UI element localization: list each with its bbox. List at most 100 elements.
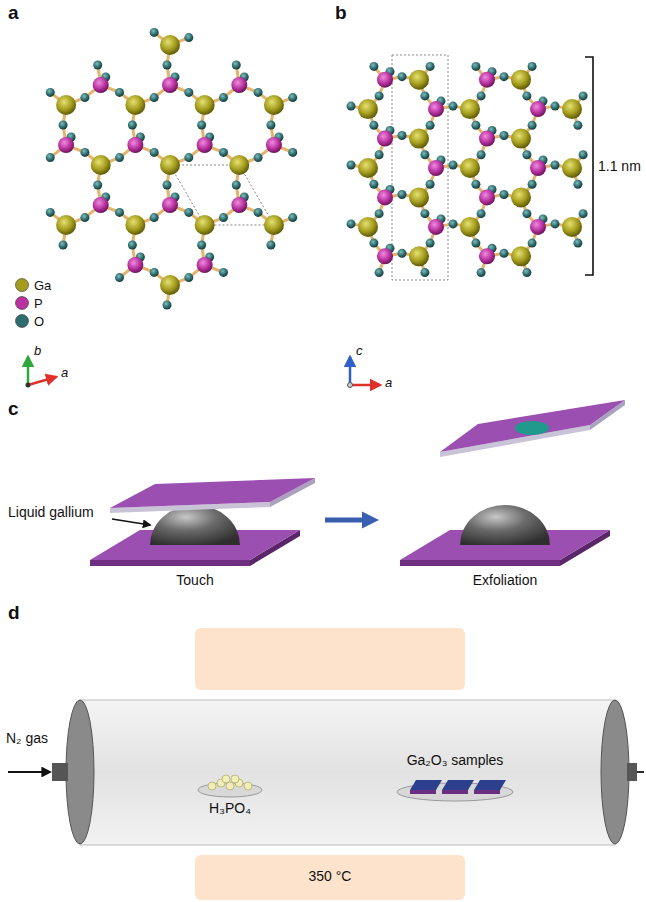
oxygen-atom bbox=[471, 239, 480, 248]
temperature-label: 350 °C bbox=[309, 868, 352, 884]
oxygen-atom bbox=[369, 239, 378, 248]
oxygen-atom bbox=[254, 208, 263, 217]
oxygen-atom bbox=[420, 91, 429, 100]
oxygen-atom bbox=[219, 268, 228, 277]
oxygen-atom bbox=[522, 150, 531, 159]
dimension-bracket bbox=[585, 57, 593, 275]
oxygen-atom bbox=[80, 148, 89, 157]
phosphorus-atom bbox=[530, 160, 546, 176]
oxygen-atom bbox=[477, 150, 486, 159]
gallium-atom bbox=[562, 217, 582, 237]
oxygen-atom bbox=[471, 180, 480, 189]
gallium-atom bbox=[358, 217, 378, 237]
oxygen-atom bbox=[163, 61, 172, 70]
panel-letter: c bbox=[8, 398, 19, 420]
gas-flow-arrow bbox=[637, 771, 644, 773]
axis-label: c bbox=[356, 344, 363, 359]
phosphorus-atom bbox=[428, 219, 444, 235]
axis-origin bbox=[348, 383, 353, 388]
top-plate bbox=[440, 400, 625, 452]
legend-text: O bbox=[34, 314, 44, 329]
oxygen-atom bbox=[579, 91, 588, 100]
phosphorus-atom bbox=[127, 137, 143, 153]
oxygen-atom bbox=[500, 131, 509, 140]
oxygen-atom bbox=[551, 102, 560, 111]
oxygen-atom bbox=[426, 121, 435, 130]
crystal-structure-ab bbox=[46, 28, 297, 310]
top-plate bbox=[110, 478, 315, 508]
oxygen-atom bbox=[347, 219, 356, 228]
heater-block bbox=[195, 855, 465, 900]
oxygen-atom bbox=[579, 209, 588, 218]
oxygen-atom bbox=[219, 148, 228, 157]
oxygen-atom bbox=[266, 121, 275, 130]
oxygen-atom bbox=[528, 239, 537, 248]
oxygen-atom bbox=[426, 62, 435, 71]
phosphorus-atom bbox=[479, 248, 495, 264]
gallium-atom bbox=[409, 246, 429, 266]
oxygen-atom bbox=[184, 33, 193, 42]
gallium-atom bbox=[409, 129, 429, 149]
legend-swatch bbox=[16, 315, 29, 328]
oxygen-atom bbox=[184, 208, 193, 217]
oxygen-atom bbox=[375, 209, 384, 218]
exfoliation-scene bbox=[400, 400, 625, 566]
oxygen-atom bbox=[93, 181, 102, 190]
gallium-atom bbox=[460, 158, 480, 178]
unit-cell bbox=[392, 55, 448, 280]
phosphorus-atom bbox=[58, 137, 74, 153]
phosphorus-atom bbox=[479, 131, 495, 147]
oxygen-atom bbox=[347, 161, 356, 170]
exfoliated-flake bbox=[515, 421, 549, 435]
legend-swatch-box bbox=[14, 277, 30, 293]
legend-swatch-box bbox=[14, 295, 30, 311]
gallium-atom bbox=[460, 99, 480, 119]
panel-letter: a bbox=[8, 2, 19, 24]
oxygen-atom bbox=[369, 62, 378, 71]
phosphorus-atom bbox=[377, 131, 393, 147]
oxygen-atom bbox=[150, 213, 159, 222]
oxygen-atom bbox=[573, 239, 582, 248]
gallium-atom bbox=[409, 187, 429, 207]
legend-item: O bbox=[14, 312, 51, 330]
axis-arrow bbox=[27, 357, 30, 385]
legend: GaPO bbox=[14, 276, 51, 330]
substrate-edge bbox=[400, 560, 560, 566]
gallium-atom bbox=[511, 187, 531, 207]
oxygen-atom bbox=[163, 181, 172, 190]
precursor-dish bbox=[198, 783, 262, 797]
quartz-tube bbox=[80, 700, 615, 845]
phosphorus-atom bbox=[266, 137, 282, 153]
oxygen-atom bbox=[59, 241, 68, 250]
tube-cap bbox=[601, 700, 629, 844]
oxygen-atom bbox=[288, 213, 297, 222]
oxygen-atom bbox=[420, 209, 429, 218]
crystal-structure-ac bbox=[347, 55, 588, 280]
axis-origin bbox=[26, 383, 31, 388]
phosphorus-atom bbox=[162, 77, 178, 93]
oxygen-atom bbox=[115, 88, 124, 97]
oxygen-atom bbox=[184, 88, 193, 97]
gallium-atom bbox=[160, 155, 180, 175]
legend-swatch bbox=[16, 297, 29, 310]
gallium-atom bbox=[160, 35, 180, 55]
oxygen-atom bbox=[375, 268, 384, 277]
h3po4-pellets bbox=[208, 775, 252, 790]
phosphorus-atom bbox=[162, 197, 178, 213]
oxygen-atom bbox=[266, 241, 275, 250]
axis-label: a bbox=[385, 376, 392, 391]
gallium-atom bbox=[264, 95, 284, 115]
oxygen-atom bbox=[46, 153, 55, 162]
gallium-atom bbox=[91, 155, 111, 175]
oxygen-atom bbox=[528, 180, 537, 189]
oxygen-atom bbox=[449, 219, 458, 228]
gallium-atom bbox=[358, 99, 378, 119]
dimension-label: 1.1 nm bbox=[598, 158, 641, 174]
oxygen-atom bbox=[449, 161, 458, 170]
legend-item: P bbox=[14, 294, 51, 312]
gallium-atom bbox=[195, 215, 215, 235]
phosphorus-atom bbox=[197, 257, 213, 273]
oxygen-atom bbox=[254, 153, 263, 162]
oxygen-atom bbox=[528, 62, 537, 71]
